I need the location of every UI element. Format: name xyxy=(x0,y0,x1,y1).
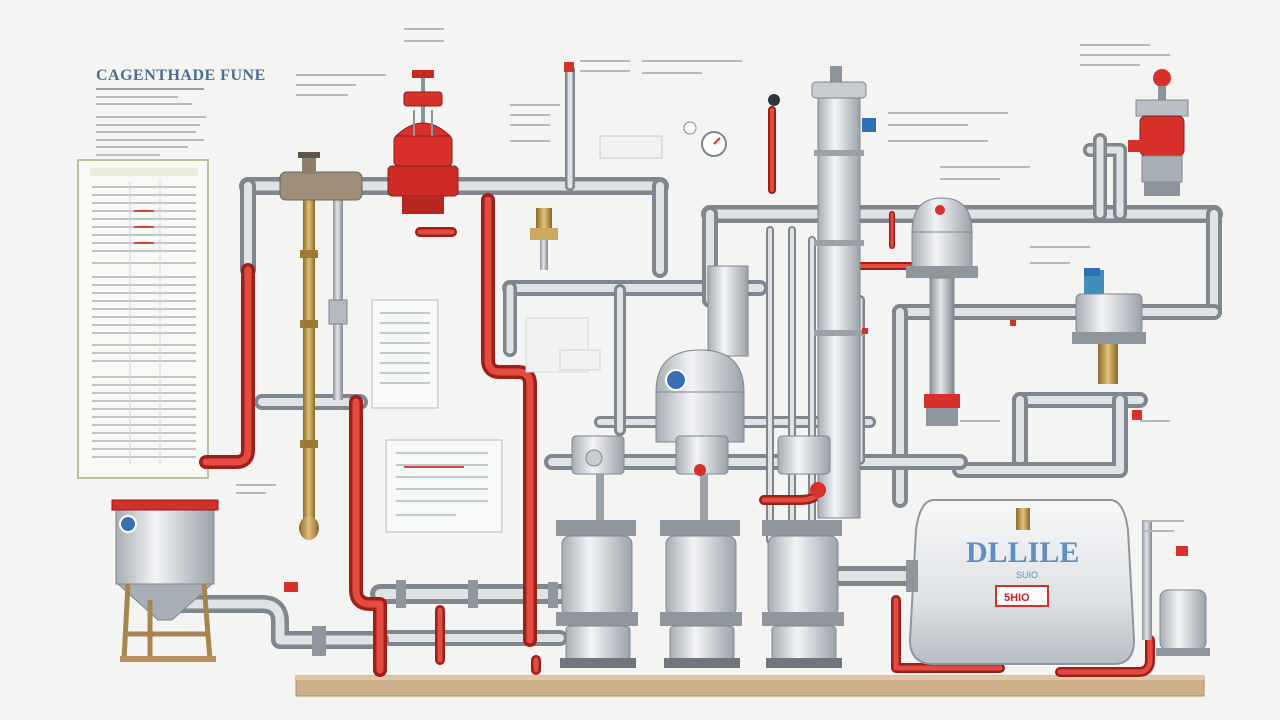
ball-valve-icon xyxy=(279,152,363,201)
document-title: CAGENTHADE FUNE xyxy=(96,67,266,84)
blue-tags xyxy=(862,118,1100,276)
spec-header: CAGENTHADE FUNE xyxy=(96,67,266,156)
main-storage-tank: DLLILE SUIO 5HIO xyxy=(908,499,1136,665)
separator-vessel-icon xyxy=(906,197,978,426)
brass-valve-icon xyxy=(530,208,558,270)
tank-tag: 5HIO xyxy=(1004,592,1030,604)
vessel-icon xyxy=(655,265,749,443)
pump-unit-1 xyxy=(556,435,638,668)
feed-tank-icon xyxy=(111,499,219,662)
spec-sheet-panel xyxy=(77,159,209,479)
tank-label: DLLILE xyxy=(966,536,1079,569)
threaded-line-left xyxy=(299,196,348,540)
tank-sublabel: SUIO xyxy=(1016,570,1038,580)
filter-icon xyxy=(1072,270,1146,384)
pump-unit-3 xyxy=(762,435,844,668)
flange-row xyxy=(312,560,918,656)
annotation-panel-center xyxy=(371,135,663,533)
relief-valve-icon xyxy=(1128,69,1189,196)
annotation-lines xyxy=(236,28,1184,532)
pressure-gauge-icon xyxy=(683,94,780,157)
distillation-column-icon xyxy=(811,66,867,519)
gate-valve-icon xyxy=(387,70,459,214)
red-pipe-network xyxy=(199,106,1155,677)
accumulator-tank-icon xyxy=(1142,520,1210,656)
red-indicator-marks xyxy=(284,62,1142,592)
pump-unit-2 xyxy=(660,435,742,668)
